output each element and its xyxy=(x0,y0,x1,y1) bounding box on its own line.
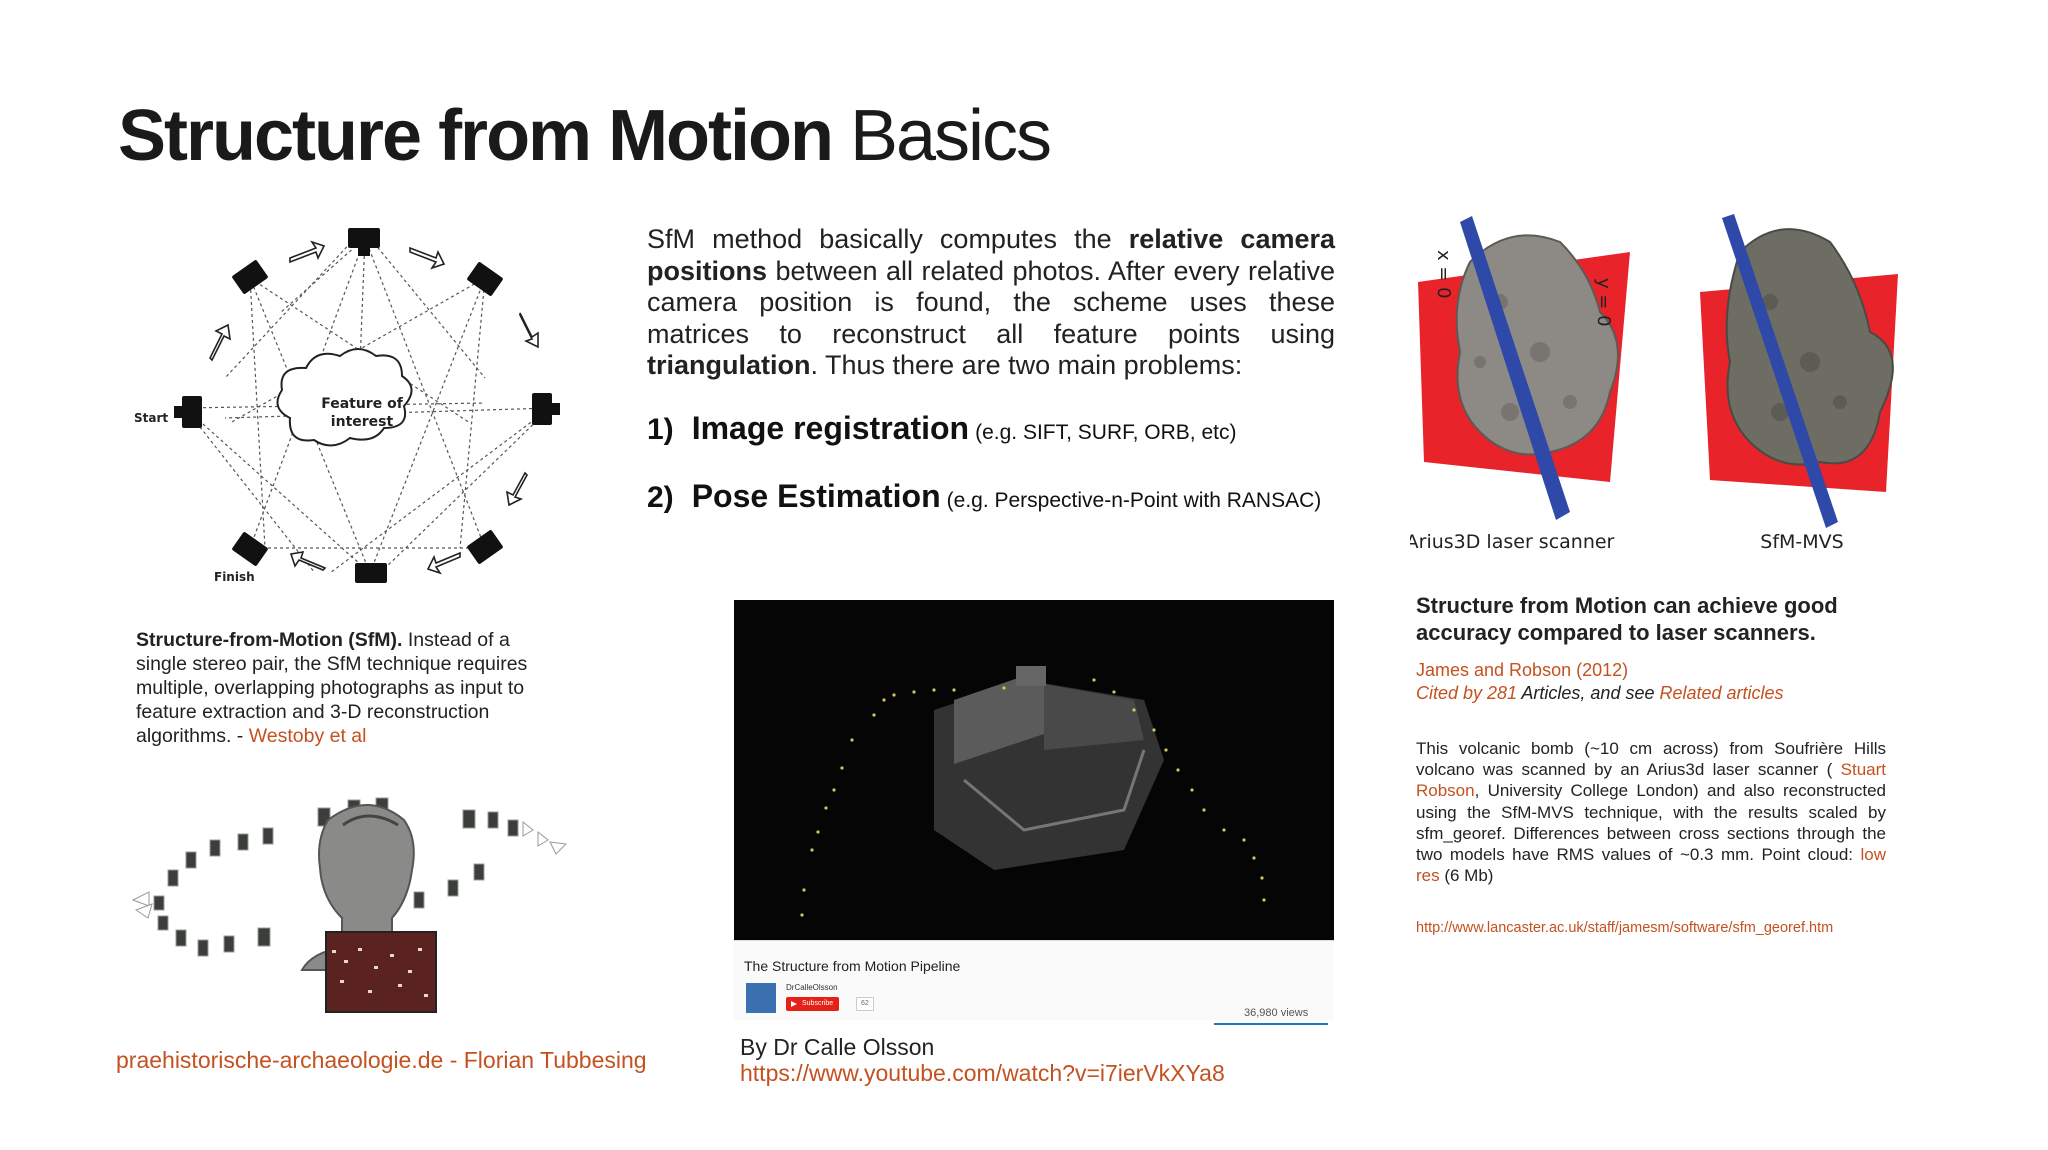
stuart-robson-link[interactable]: Stuart Robson xyxy=(1416,760,1886,801)
cloud-label-line1: Feature of xyxy=(321,396,403,412)
sfm-caption: Structure-from-Motion (SfM). Instead of … xyxy=(136,629,528,747)
westoby-link[interactable]: Westoby et al xyxy=(248,725,367,747)
camera-points xyxy=(800,678,1266,917)
citation-line: Cited by 281 Articles, and see Related a… xyxy=(1416,683,1784,703)
point-cloud-castle xyxy=(934,666,1164,870)
youtube-video-embed[interactable]: The Structure from Motion Pipeline DrCal… xyxy=(734,600,1334,1025)
video-url-link[interactable]: https://www.youtube.com/watch?v=i7ierVkX… xyxy=(740,1060,1225,1086)
statue-pedestal xyxy=(325,931,437,1013)
cited-by-link[interactable]: Cited by 281 xyxy=(1416,683,1518,703)
sfm-georef-url-link[interactable]: http://www.lancaster.ac.uk/staff/jamesm/… xyxy=(1416,920,1834,936)
video-info-bar: The Structure from Motion Pipeline DrCal… xyxy=(734,940,1334,1025)
slide-title: Structure from Motion Basics xyxy=(118,96,1052,176)
statue-reconstruction-figure xyxy=(131,797,568,1013)
arrow-icons xyxy=(209,240,539,575)
james-robson-link[interactable]: James and Robson (2012) xyxy=(1416,660,1629,680)
rock-right xyxy=(1725,228,1894,466)
problem-image-registration: 1)Image registration(e.g. SIFT, SURF, OR… xyxy=(647,410,1237,446)
video-author: By Dr Calle Olsson xyxy=(740,1034,935,1060)
blue-section-plane-left xyxy=(1460,216,1570,520)
volcanic-bomb-comparison-figure: x = 0 y = 0 Arius3D laser scanner SfM-MV… xyxy=(1410,214,1898,553)
start-label: Start xyxy=(134,411,168,425)
view-count: 36,980 views xyxy=(1244,1007,1309,1019)
cloud-label-line2: interest xyxy=(331,414,394,430)
axis-x-label: x = 0 xyxy=(1433,250,1454,299)
volcanic-bomb-description: This volcanic bomb (~10 cm across) from … xyxy=(1416,739,1886,886)
camera-ring xyxy=(131,797,568,957)
low-res-link[interactable]: low res xyxy=(1416,845,1886,886)
axis-y-label: y = 0 xyxy=(1593,278,1614,327)
blue-section-plane-right xyxy=(1722,214,1838,528)
finish-label: Finish xyxy=(214,570,255,584)
view-count-bar xyxy=(1214,1023,1328,1025)
camera-ring-diagram: Feature of interest Start Finish xyxy=(134,228,560,584)
video-title[interactable]: The Structure from Motion Pipeline xyxy=(744,958,961,974)
cloud-icon xyxy=(276,348,413,447)
channel-name[interactable]: DrCalleOlsson xyxy=(786,983,838,992)
problem-pose-estimation: 2)Pose Estimation(e.g. Perspective-n-Poi… xyxy=(647,478,1322,514)
channel-avatar[interactable] xyxy=(746,983,776,1013)
related-articles-link[interactable]: Related articles xyxy=(1659,683,1784,703)
label-sfm-mvs: SfM-MVS xyxy=(1760,531,1843,553)
subscriber-count: 62 xyxy=(856,997,874,1011)
florian-tubbesing-link[interactable]: praehistorische-archaeologie.de - Floria… xyxy=(116,1047,647,1073)
video-frame[interactable] xyxy=(734,600,1334,940)
camera-icons xyxy=(174,228,560,583)
label-arius3d: Arius3D laser scanner xyxy=(1410,531,1615,553)
accuracy-heading: Structure from Motion can achieve good a… xyxy=(1416,593,1838,645)
subscribe-button[interactable]: Subscribe xyxy=(786,997,840,1011)
sfm-intro-paragraph: SfM method basically computes the relati… xyxy=(647,224,1336,380)
